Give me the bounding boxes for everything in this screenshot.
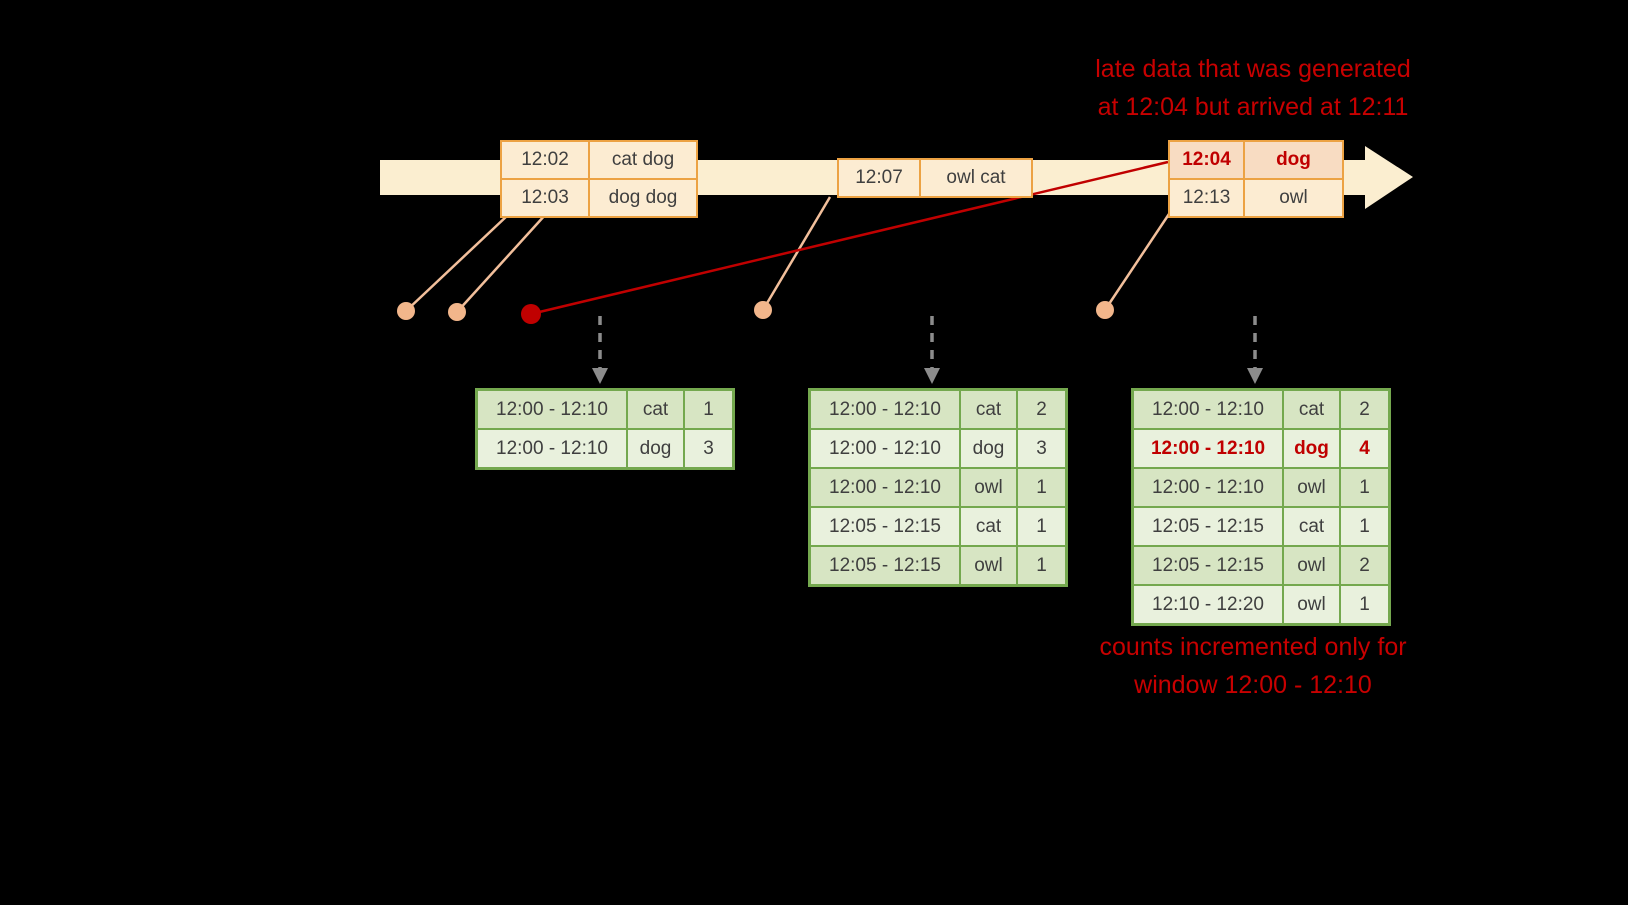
trigger-arrow-icon <box>592 316 608 384</box>
table-row: 12:00 - 12:10 cat 2 <box>1134 391 1388 428</box>
result-table-1: 12:00 - 12:10 cat 1 12:00 - 12:10 dog 3 <box>475 388 735 470</box>
event-words: owl <box>1243 180 1342 216</box>
counts-annotation-line1: counts incremented only for <box>1099 633 1407 661</box>
word-cell: cat <box>626 391 683 428</box>
event-dot <box>754 301 772 319</box>
count-cell: 1 <box>1339 586 1388 623</box>
event-connector-line <box>405 213 510 312</box>
late-data-dot <box>521 304 541 324</box>
table-row: 12:00 - 12:10 cat 1 <box>478 391 732 428</box>
late-data-annotation-line2: at 12:04 but arrived at 12:11 <box>1097 93 1409 121</box>
table-row: 12:00 - 12:10 cat 2 <box>811 391 1065 428</box>
event-row: 12:13 owl <box>1170 178 1342 216</box>
window-cell: 12:00 - 12:10 <box>829 398 941 420</box>
count-cell: 2 <box>1339 547 1388 584</box>
table-row: 12:05 - 12:15 cat 1 <box>811 506 1065 545</box>
late-event-row: 12:04 dog <box>1170 142 1342 178</box>
count-cell: 3 <box>683 430 732 467</box>
trigger-arrow-icon <box>1247 316 1263 384</box>
count-cell: 1 <box>1016 547 1065 584</box>
trigger-arrow-icon <box>924 316 940 384</box>
event-words: owl cat <box>919 160 1031 196</box>
count-cell: 1 <box>1016 469 1065 506</box>
word-cell: owl <box>1282 586 1339 623</box>
event-box-1204-late: 12:04 dog 12:13 owl <box>1168 140 1344 218</box>
count-cell: 1 <box>1339 469 1388 506</box>
event-dot <box>448 303 466 321</box>
event-box-1202: 12:02 cat dog 12:03 dog dog <box>500 140 698 218</box>
event-box-1207: 12:07 owl cat <box>837 158 1033 198</box>
table-row: 12:10 - 12:20 owl 1 <box>1134 584 1388 623</box>
table-row: 12:00 - 12:10 owl 1 <box>1134 467 1388 506</box>
window-cell: 12:05 - 12:15 <box>829 515 941 537</box>
event-words: dog <box>1243 142 1342 178</box>
table-row: 12:00 - 12:10 dog 3 <box>811 428 1065 467</box>
count-cell: 1 <box>683 391 732 428</box>
word-cell: cat <box>1282 508 1339 545</box>
late-data-annotation-line1: late data that was generated <box>1095 55 1411 83</box>
event-row: 12:02 cat dog <box>502 142 696 178</box>
word-cell: dog <box>959 430 1016 467</box>
event-dot <box>1096 301 1114 319</box>
window-cell: 12:00 - 12:10 <box>1152 476 1264 498</box>
event-time: 12:03 <box>521 187 569 208</box>
window-cell: 12:00 - 12:10 <box>496 398 608 420</box>
window-cell: 12:05 - 12:15 <box>829 554 941 576</box>
late-data-line <box>530 160 1169 316</box>
table-row: 12:00 - 12:10 dog 3 <box>478 428 732 467</box>
word-cell: cat <box>1282 391 1339 428</box>
count-cell: 3 <box>1016 430 1065 467</box>
word-cell: owl <box>1282 547 1339 584</box>
event-connector-line <box>1103 213 1171 311</box>
event-row: 12:07 owl cat <box>839 160 1031 196</box>
event-words: dog dog <box>588 180 696 216</box>
word-cell: owl <box>959 469 1016 506</box>
table-row: 12:05 - 12:15 owl 2 <box>1134 545 1388 584</box>
window-cell: 12:00 - 12:10 <box>829 437 941 459</box>
event-time: 12:13 <box>1182 187 1231 208</box>
event-words: cat dog <box>588 142 696 178</box>
table-row: 12:00 - 12:10 owl 1 <box>811 467 1065 506</box>
count-cell: 2 <box>1339 391 1388 428</box>
window-cell: 12:00 - 12:10 <box>829 476 941 498</box>
window-cell: 12:10 - 12:20 <box>1152 593 1264 615</box>
count-cell: 2 <box>1016 391 1065 428</box>
event-time: 12:07 <box>855 167 903 188</box>
updated-late-row: 12:00 - 12:10 dog 4 <box>1134 428 1388 467</box>
window-cell: 12:05 - 12:15 <box>1152 554 1264 576</box>
word-cell: dog <box>626 430 683 467</box>
window-cell: 12:00 - 12:10 <box>496 437 608 459</box>
window-cell: 12:00 - 12:10 <box>1152 398 1264 420</box>
event-connector-line <box>761 196 832 311</box>
word-cell: owl <box>959 547 1016 584</box>
word-cell: owl <box>1282 469 1339 506</box>
result-table-2: 12:00 - 12:10 cat 2 12:00 - 12:10 dog 3 … <box>808 388 1068 587</box>
event-time: 12:04 <box>1182 149 1231 170</box>
word-cell: dog <box>1282 430 1339 467</box>
result-table-3: 12:00 - 12:10 cat 2 12:00 - 12:10 dog 4 … <box>1131 388 1391 626</box>
event-time: 12:02 <box>521 149 569 170</box>
count-cell: 1 <box>1339 508 1388 545</box>
window-cell: 12:05 - 12:15 <box>1152 515 1264 537</box>
table-row: 12:05 - 12:15 cat 1 <box>1134 506 1388 545</box>
counts-incremented-annotation: counts incremented only for window 12:00… <box>1023 628 1483 704</box>
table-row: 12:05 - 12:15 owl 1 <box>811 545 1065 584</box>
event-connector-line <box>456 213 547 313</box>
late-data-annotation: late data that was generated at 12:04 bu… <box>1023 50 1483 126</box>
count-cell: 1 <box>1016 508 1065 545</box>
counts-annotation-line2: window 12:00 - 12:10 <box>1134 671 1372 699</box>
window-cell: 12:00 - 12:10 <box>1150 437 1266 459</box>
word-cell: cat <box>959 391 1016 428</box>
count-cell: 4 <box>1339 430 1388 467</box>
event-row: 12:03 dog dog <box>502 178 696 216</box>
word-cell: cat <box>959 508 1016 545</box>
event-dot <box>397 302 415 320</box>
